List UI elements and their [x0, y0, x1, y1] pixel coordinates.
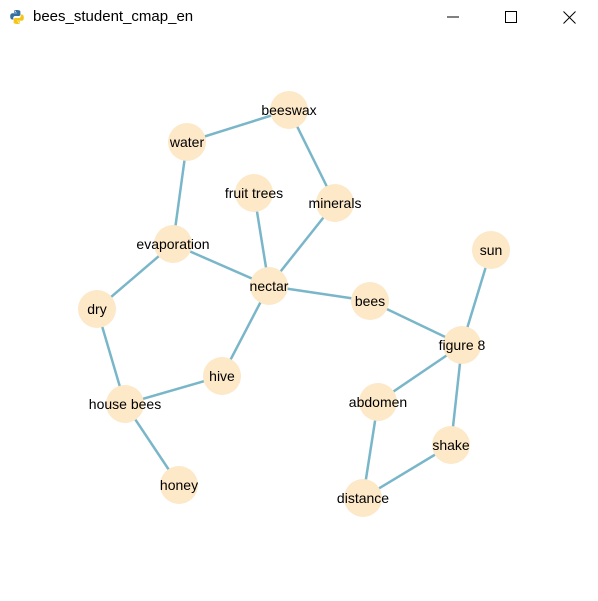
node-label: abdomen [349, 394, 407, 410]
minimize-icon [447, 16, 459, 18]
nodes-layer: beeswax water fruit trees minerals evaporati… [78, 91, 510, 517]
python-app-icon [9, 9, 25, 25]
node-circle[interactable] [270, 91, 308, 129]
node-bees[interactable]: bees [351, 282, 389, 320]
node-label: hive [209, 368, 235, 384]
node-circle[interactable] [351, 282, 389, 320]
node-honey[interactable]: honey [160, 466, 198, 504]
node-circle[interactable] [78, 290, 116, 328]
node-nectar[interactable]: nectar [250, 267, 289, 305]
node-house_bees[interactable]: house bees [89, 385, 161, 423]
node-circle[interactable] [250, 267, 288, 305]
node-circle[interactable] [160, 466, 198, 504]
node-label: dry [87, 301, 106, 317]
node-circle[interactable] [106, 385, 144, 423]
node-label: minerals [309, 195, 362, 211]
node-label: shake [432, 437, 470, 453]
title-bar[interactable]: bees_student_cmap_en [0, 0, 598, 34]
node-label: sun [480, 242, 503, 258]
node-figure8[interactable]: figure 8 [439, 326, 486, 364]
window-title: bees_student_cmap_en [33, 8, 194, 25]
node-label: bees [355, 293, 385, 309]
node-circle[interactable] [443, 326, 481, 364]
node-dry[interactable]: dry [78, 290, 116, 328]
node-label: fruit trees [225, 185, 283, 201]
node-circle[interactable] [432, 426, 470, 464]
node-label: nectar [250, 278, 289, 294]
node-label: house bees [89, 396, 161, 412]
node-label: figure 8 [439, 337, 486, 353]
close-icon [562, 10, 576, 24]
node-beeswax[interactable]: beeswax [261, 91, 317, 129]
node-evaporation[interactable]: evaporation [136, 225, 210, 263]
node-abdomen[interactable]: abdomen [349, 383, 407, 421]
node-label: honey [160, 477, 198, 493]
node-circle[interactable] [203, 357, 241, 395]
node-circle[interactable] [235, 174, 273, 212]
node-label: water [169, 134, 205, 150]
node-circle[interactable] [344, 479, 382, 517]
node-minerals[interactable]: minerals [309, 184, 362, 222]
node-circle[interactable] [168, 123, 206, 161]
concept-map-graph[interactable]: beeswax water fruit trees minerals evaporati… [0, 34, 598, 601]
node-circle[interactable] [359, 383, 397, 421]
node-distance[interactable]: distance [337, 479, 389, 517]
node-water[interactable]: water [168, 123, 206, 161]
node-circle[interactable] [472, 231, 510, 269]
node-fruit_trees[interactable]: fruit trees [225, 174, 283, 212]
node-circle[interactable] [316, 184, 354, 222]
concept-map-canvas[interactable]: beeswax water fruit trees minerals evaporati… [0, 34, 598, 601]
node-circle[interactable] [154, 225, 192, 263]
minimize-button[interactable] [430, 0, 476, 34]
node-shake[interactable]: shake [432, 426, 470, 464]
node-hive[interactable]: hive [203, 357, 241, 395]
node-label: distance [337, 490, 389, 506]
maximize-icon [505, 11, 517, 23]
node-label: evaporation [136, 236, 209, 252]
node-label: beeswax [261, 102, 316, 118]
close-button[interactable] [546, 0, 592, 34]
maximize-button[interactable] [488, 0, 534, 34]
node-sun[interactable]: sun [472, 231, 510, 269]
